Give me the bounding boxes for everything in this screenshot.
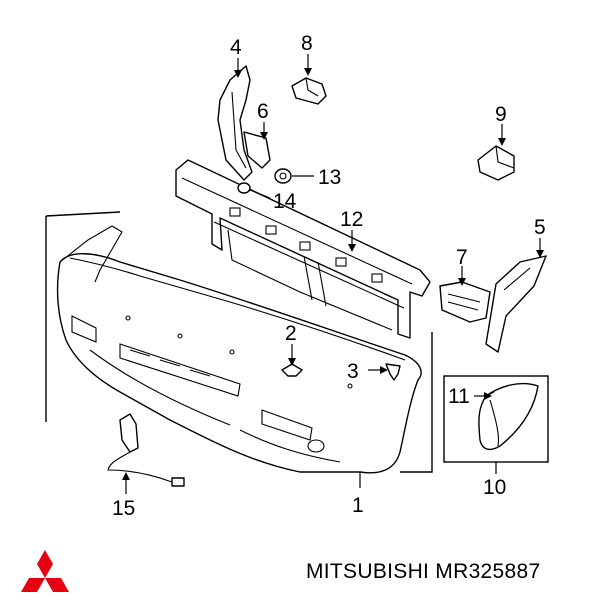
- callout-10: 10: [483, 476, 506, 499]
- callout-7: 7: [456, 246, 468, 269]
- callout-2: 2: [285, 322, 297, 345]
- part-10-11-inset: [443, 375, 549, 474]
- callout-13: 13: [318, 166, 341, 189]
- part-12-reinforcement: [175, 159, 431, 339]
- callout-14: 14: [273, 190, 297, 213]
- callout-6: 6: [257, 100, 269, 123]
- mitsubishi-logo-icon: [21, 550, 69, 592]
- callout-8: 8: [301, 32, 313, 55]
- part-13-grommet: [274, 168, 314, 184]
- callout-15: 15: [112, 497, 135, 520]
- callout-11: 11: [448, 385, 470, 408]
- part-9-bracket: [477, 124, 515, 181]
- callout-5: 5: [534, 216, 546, 239]
- part-6-bracket: [243, 122, 271, 169]
- part-15-sensor-harness: [107, 413, 185, 494]
- callout-1: 1: [352, 494, 364, 517]
- callout-4: 4: [230, 36, 242, 59]
- part-2-clip: [281, 344, 303, 377]
- part-5-right-bracket: [485, 238, 547, 353]
- callout-3: 3: [347, 360, 359, 383]
- part-8-bracket: [291, 54, 327, 105]
- part-1-bumper-cover: [45, 211, 433, 488]
- part-14-grommet: [237, 182, 271, 199]
- callout-12: 12: [340, 208, 363, 231]
- part-7-bracket: [439, 266, 491, 323]
- part-number-caption: MITSUBISHI MR325887: [306, 560, 541, 583]
- callout-9: 9: [495, 103, 507, 126]
- part-4-left-bracket: [217, 58, 253, 181]
- part-3-clip: [368, 363, 401, 381]
